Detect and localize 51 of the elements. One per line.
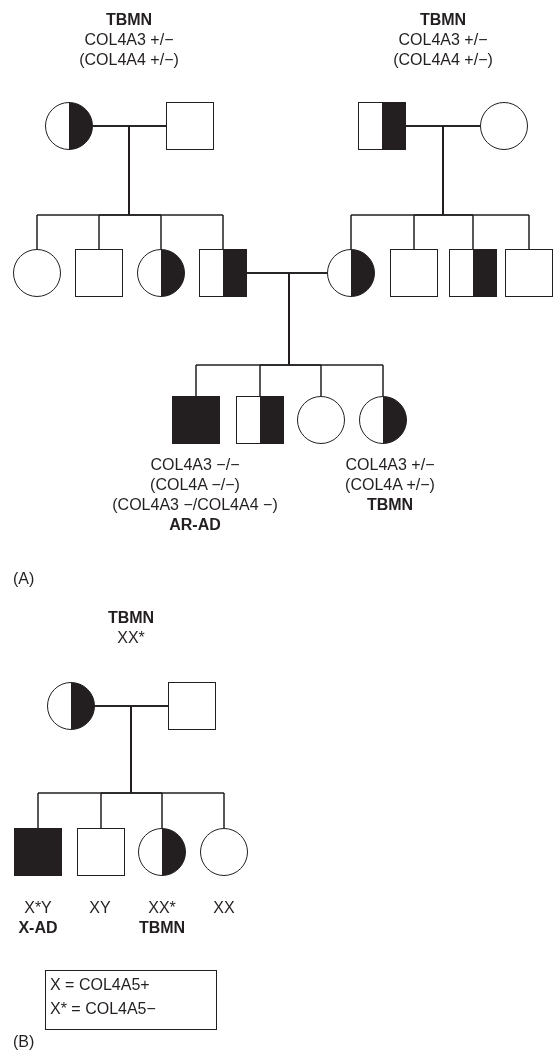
genotype-label: XX* — [117, 628, 145, 648]
genotype-label: (COL4A4 +/−) — [79, 50, 179, 70]
filled-square — [14, 828, 62, 876]
genotype-label: X*Y — [24, 898, 52, 918]
half-filled-circle — [359, 396, 407, 444]
circle — [13, 249, 61, 297]
legend-entry: X = COL4A5+ — [50, 976, 150, 994]
phenotype-label: X-AD — [18, 918, 58, 938]
descent-line — [130, 705, 225, 829]
descent-line — [288, 272, 384, 397]
half-filled-square — [358, 102, 406, 150]
half-filled-circle — [45, 102, 93, 150]
phenotype-label: AR-AD — [169, 515, 221, 535]
square — [166, 102, 214, 150]
legend-entry: X* = COL4A5− — [50, 1000, 156, 1018]
genotype-label: COL4A3 +/− — [84, 30, 174, 50]
phenotype-label: TBMN — [105, 10, 153, 30]
genotype-label: (COL4A3 −/COL4A4 −) — [112, 495, 278, 515]
half-filled-square — [236, 396, 284, 444]
panel-label: (B) — [13, 1033, 35, 1051]
circle — [200, 828, 248, 876]
genotype-label: COL4A3 +/− — [398, 30, 488, 50]
genotype-label: XX — [213, 898, 235, 918]
circle — [480, 102, 528, 150]
genotype-label: (COL4A +/−) — [345, 475, 435, 495]
genotype-label: COL4A3 +/− — [345, 455, 435, 475]
half-filled-circle — [137, 249, 185, 297]
square — [390, 249, 438, 297]
half-filled-circle — [138, 828, 186, 876]
square — [505, 249, 553, 297]
square — [168, 682, 216, 730]
half-filled-square — [449, 249, 497, 297]
genotype-label: XY — [89, 898, 111, 918]
square — [77, 828, 125, 876]
genotype-label: XX* — [148, 898, 176, 918]
half-filled-circle — [327, 249, 375, 297]
phenotype-label: TBMN — [366, 495, 414, 515]
descent-line — [128, 125, 224, 250]
phenotype-label: TBMN — [419, 10, 467, 30]
circle — [297, 396, 345, 444]
panel-label: (A) — [13, 570, 35, 588]
half-filled-square — [199, 249, 247, 297]
half-filled-circle — [47, 682, 95, 730]
phenotype-label: TBMN — [138, 918, 186, 938]
genotype-label: (COL4A4 +/−) — [393, 50, 493, 70]
descent-line — [442, 125, 530, 250]
genotype-label: (COL4A −/−) — [150, 475, 240, 495]
square — [75, 249, 123, 297]
filled-square — [172, 396, 220, 444]
phenotype-label: TBMN — [107, 608, 155, 628]
genotype-label: COL4A3 −/− — [150, 455, 240, 475]
